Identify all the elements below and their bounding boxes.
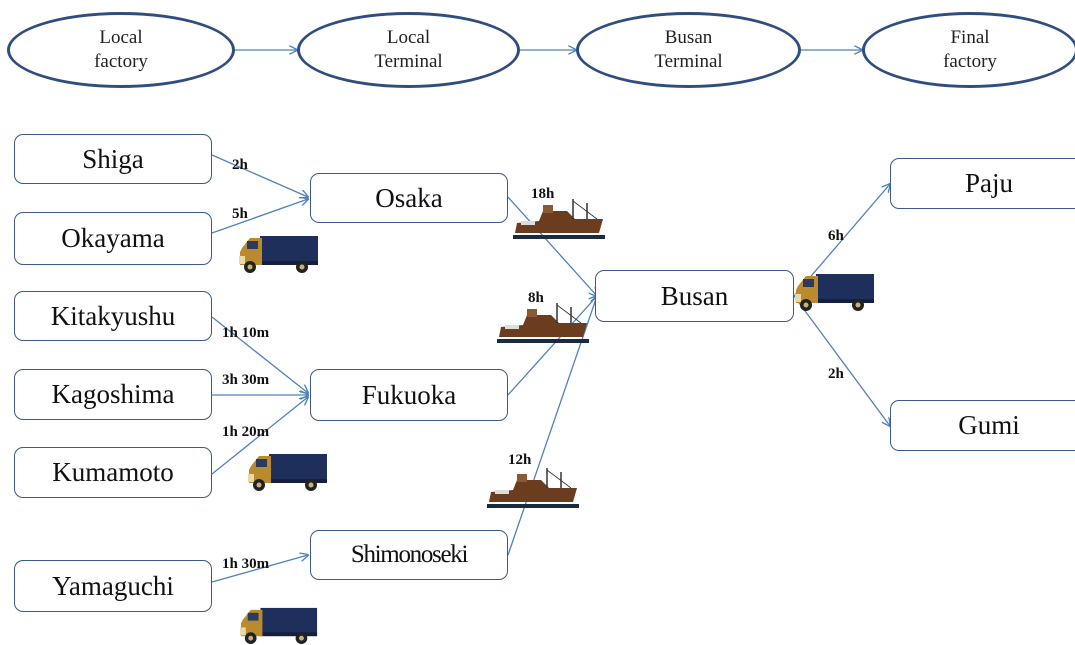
truck-icon bbox=[248, 454, 327, 491]
node-kumamoto: Kumamoto bbox=[14, 447, 212, 498]
node-gumi: Gumi bbox=[890, 400, 1075, 451]
duration-osaka-busan: 18h bbox=[531, 186, 555, 202]
duration-yamaguchi-shimonoseki: 1h 30m bbox=[222, 556, 270, 572]
duration-busan-paju: 6h bbox=[828, 228, 844, 244]
node-shimonoseki: Shimonoseki bbox=[310, 530, 508, 580]
node-kagoshima: Kagoshima bbox=[14, 369, 212, 420]
edge-busan-gumi bbox=[793, 295, 890, 426]
duration-shimonoseki-busan: 12h bbox=[508, 452, 532, 468]
node-fukuoka: Fukuoka bbox=[310, 369, 508, 421]
edge-osaka-busan bbox=[507, 196, 597, 296]
stage-local-terminal: Local Terminal bbox=[297, 12, 520, 88]
node-yamaguchi: Yamaguchi bbox=[14, 560, 212, 612]
duration-kagoshima-fukuoka: 3h 30m bbox=[222, 372, 270, 388]
duration-kumamoto-fukuoka: 1h 20m bbox=[222, 424, 270, 440]
stage-final-factory: Final factory bbox=[862, 12, 1075, 88]
edge-fukuoka-busan bbox=[507, 296, 597, 396]
truck-icon bbox=[239, 236, 318, 273]
node-shiga: Shiga bbox=[14, 134, 212, 184]
node-osaka: Osaka bbox=[310, 173, 508, 223]
duration-shiga-osaka: 2h bbox=[232, 157, 248, 173]
stage-busan-terminal: Busan Terminal bbox=[576, 12, 801, 88]
edge-shiga-osaka bbox=[211, 154, 308, 197]
duration-busan-gumi: 2h bbox=[828, 366, 844, 382]
cargo-ship-icon bbox=[513, 199, 605, 239]
edge-yamaguchi-shimonoseki bbox=[211, 555, 308, 583]
duration-okayama-osaka: 5h bbox=[232, 206, 248, 222]
edge-kitakyushu-fukuoka bbox=[211, 316, 308, 393]
cargo-ship-icon bbox=[497, 303, 589, 343]
truck-icon bbox=[239, 607, 318, 645]
cargo-ship-icon bbox=[487, 468, 579, 508]
node-kitakyushu: Kitakyushu bbox=[14, 291, 212, 341]
edge-okayama-osaka bbox=[211, 199, 308, 234]
node-okayama: Okayama bbox=[14, 212, 212, 265]
duration-fukuoka-busan: 8h bbox=[528, 290, 544, 306]
duration-kitakyushu-fukuoka: 1h 10m bbox=[222, 325, 270, 341]
truck-icon bbox=[795, 274, 874, 311]
node-paju: Paju bbox=[890, 158, 1075, 209]
edge-kumamoto-fukuoka bbox=[211, 397, 308, 475]
stage-local-factory: Local factory bbox=[7, 12, 235, 88]
node-busan: Busan bbox=[595, 270, 794, 322]
